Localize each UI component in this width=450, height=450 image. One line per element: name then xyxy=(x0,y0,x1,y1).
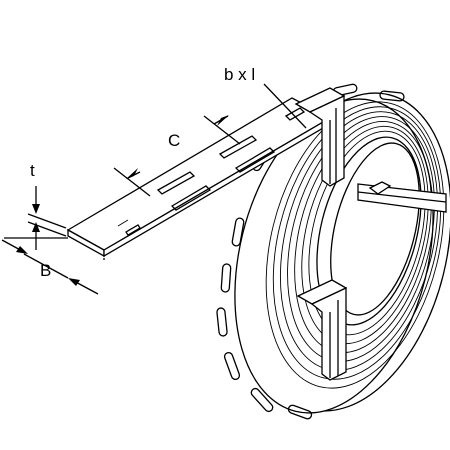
strap-top xyxy=(294,87,346,187)
dimension-pitch: C xyxy=(113,115,241,197)
dimension-thickness: t xyxy=(27,161,67,250)
band-strip-slots xyxy=(117,107,306,236)
label-slot-size: b x l xyxy=(224,65,255,84)
band-strip xyxy=(66,97,332,258)
label-width: B xyxy=(40,261,51,280)
coil-core xyxy=(316,136,422,326)
strap-bottom xyxy=(296,279,348,381)
dimension-slot: b x l xyxy=(224,65,307,129)
label-thickness: t xyxy=(30,161,35,180)
dimension-width: B xyxy=(1,237,105,295)
strap-right xyxy=(357,181,447,213)
label-pitch: C xyxy=(168,131,180,150)
